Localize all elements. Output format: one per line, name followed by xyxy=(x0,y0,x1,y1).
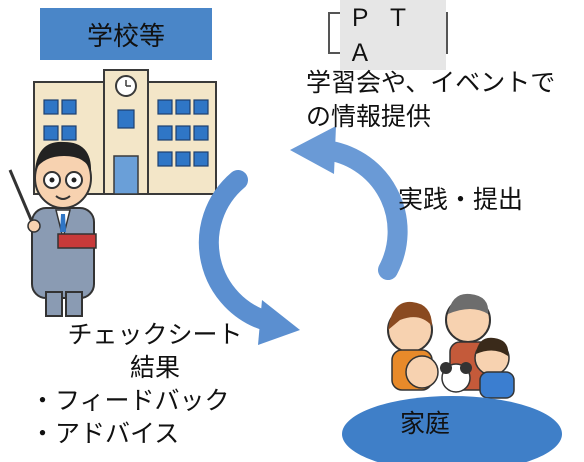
family-illustration xyxy=(387,293,515,399)
cycle-arrows xyxy=(198,126,408,345)
pta-label: ＰＴＡ xyxy=(340,0,446,70)
school-label: 学校等 xyxy=(40,8,212,60)
teacher-illustration xyxy=(8,141,97,317)
feedback-bullet: ・フィードバック xyxy=(30,386,230,415)
checksheet-line1: チェックシート xyxy=(67,320,243,349)
family-label: 家庭 xyxy=(400,409,451,438)
practice-submit-label: 実践・提出 xyxy=(398,185,524,214)
checksheet-line2: 結果 xyxy=(129,353,180,382)
pta-description: 学習会や、イベントで の情報提供 xyxy=(306,66,584,134)
pta-description-line1: 学習会や、イベントで xyxy=(306,68,556,97)
pta-description-line2: の情報提供 xyxy=(306,102,432,131)
arrow-head-icon xyxy=(258,300,300,345)
family-ellipse xyxy=(342,396,562,462)
arrow-head-icon xyxy=(290,126,336,174)
advice-bullet: ・アドバイス xyxy=(30,419,180,448)
checksheet-text: チェックシート 結果 ・フィードバック ・アドバイス xyxy=(30,318,280,450)
pta-label-box: ＰＴＡ xyxy=(328,0,448,70)
